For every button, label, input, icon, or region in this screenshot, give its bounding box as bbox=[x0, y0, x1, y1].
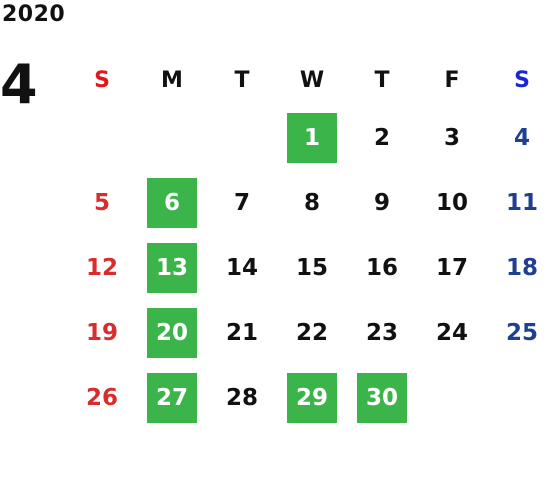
calendar-day-label: 27 bbox=[147, 372, 197, 423]
calendar-day-sunday: 26 bbox=[67, 365, 137, 430]
calendar-day-label: 19 bbox=[85, 319, 118, 346]
calendar-day: 14 bbox=[207, 235, 277, 300]
calendar-day: 24 bbox=[417, 300, 487, 365]
calendar-day: 23 bbox=[347, 300, 417, 365]
calendar-day-highlighted: 20 bbox=[137, 300, 207, 365]
calendar-day-label: 25 bbox=[505, 319, 538, 346]
calendar-month: 4 bbox=[0, 53, 38, 116]
weekday-header-thursday: T bbox=[374, 67, 390, 93]
calendar-day-label: 28 bbox=[225, 384, 258, 411]
calendar-day-label: 7 bbox=[233, 189, 250, 216]
calendar-day: 2 bbox=[347, 105, 417, 170]
weekday-header-saturday: S bbox=[514, 67, 530, 93]
calendar-day-label: 22 bbox=[295, 319, 328, 346]
calendar-day-label: 30 bbox=[357, 372, 407, 423]
calendar-day-highlighted: 30 bbox=[347, 365, 417, 430]
calendar-day-empty bbox=[487, 365, 548, 430]
calendar-day-label: 18 bbox=[505, 254, 538, 281]
calendar-day-label: 10 bbox=[435, 189, 468, 216]
weekday-header-wednesday: W bbox=[299, 67, 325, 93]
calendar-day-saturday: 25 bbox=[487, 300, 548, 365]
calendar-day-label: 24 bbox=[435, 319, 468, 346]
weekday-header-friday: F bbox=[444, 67, 460, 93]
calendar-day-label: 29 bbox=[287, 372, 337, 423]
calendar-day: 16 bbox=[347, 235, 417, 300]
calendar-year: 2020 bbox=[2, 2, 66, 27]
calendar-day: 7 bbox=[207, 170, 277, 235]
calendar-day-highlighted: 13 bbox=[137, 235, 207, 300]
calendar-day-empty bbox=[67, 105, 137, 170]
calendar-day: 3 bbox=[417, 105, 487, 170]
calendar-day-label: 12 bbox=[85, 254, 118, 281]
calendar-day: 28 bbox=[207, 365, 277, 430]
calendar-day: 8 bbox=[277, 170, 347, 235]
calendar-day-empty bbox=[417, 365, 487, 430]
calendar-day-sunday: 19 bbox=[67, 300, 137, 365]
calendar-day-saturday: 4 bbox=[487, 105, 548, 170]
calendar-day: 9 bbox=[347, 170, 417, 235]
calendar-day-label: 5 bbox=[93, 189, 110, 216]
calendar-day: 10 bbox=[417, 170, 487, 235]
calendar-day-label: 16 bbox=[365, 254, 398, 281]
calendar-day-label: 9 bbox=[373, 189, 390, 216]
calendar-day: 22 bbox=[277, 300, 347, 365]
calendar-day-sunday: 5 bbox=[67, 170, 137, 235]
weekday-header-tuesday: T bbox=[234, 67, 250, 93]
calendar-day-label: 4 bbox=[513, 124, 530, 151]
calendar-day-label: 21 bbox=[225, 319, 258, 346]
calendar-day: 15 bbox=[277, 235, 347, 300]
calendar-day-empty bbox=[207, 105, 277, 170]
weekday-header-monday: M bbox=[161, 67, 183, 93]
calendar-day-highlighted: 27 bbox=[137, 365, 207, 430]
calendar-day-label: 1 bbox=[287, 112, 337, 163]
calendar-day-label: 6 bbox=[147, 177, 197, 228]
calendar-day-highlighted: 6 bbox=[137, 170, 207, 235]
calendar-day-label: 11 bbox=[505, 189, 538, 216]
calendar-day: 17 bbox=[417, 235, 487, 300]
calendar-day-sunday: 12 bbox=[67, 235, 137, 300]
weekday-header-sunday: S bbox=[94, 67, 110, 93]
calendar-day-saturday: 11 bbox=[487, 170, 548, 235]
calendar-day-label: 26 bbox=[85, 384, 118, 411]
calendar-day-empty bbox=[137, 105, 207, 170]
calendar-day-label: 15 bbox=[295, 254, 328, 281]
calendar-day-highlighted: 29 bbox=[277, 365, 347, 430]
calendar-day: 21 bbox=[207, 300, 277, 365]
calendar-day-label: 13 bbox=[147, 242, 197, 293]
calendar-day-saturday: 18 bbox=[487, 235, 548, 300]
calendar-day-label: 17 bbox=[435, 254, 468, 281]
calendar-day-label: 14 bbox=[225, 254, 258, 281]
calendar-day-label: 2 bbox=[373, 124, 390, 151]
calendar-day-label: 8 bbox=[303, 189, 320, 216]
calendar-day-highlighted: 1 bbox=[277, 105, 347, 170]
calendar-day-label: 3 bbox=[443, 124, 460, 151]
calendar-day-label: 20 bbox=[147, 307, 197, 358]
calendar-day-label: 23 bbox=[365, 319, 398, 346]
